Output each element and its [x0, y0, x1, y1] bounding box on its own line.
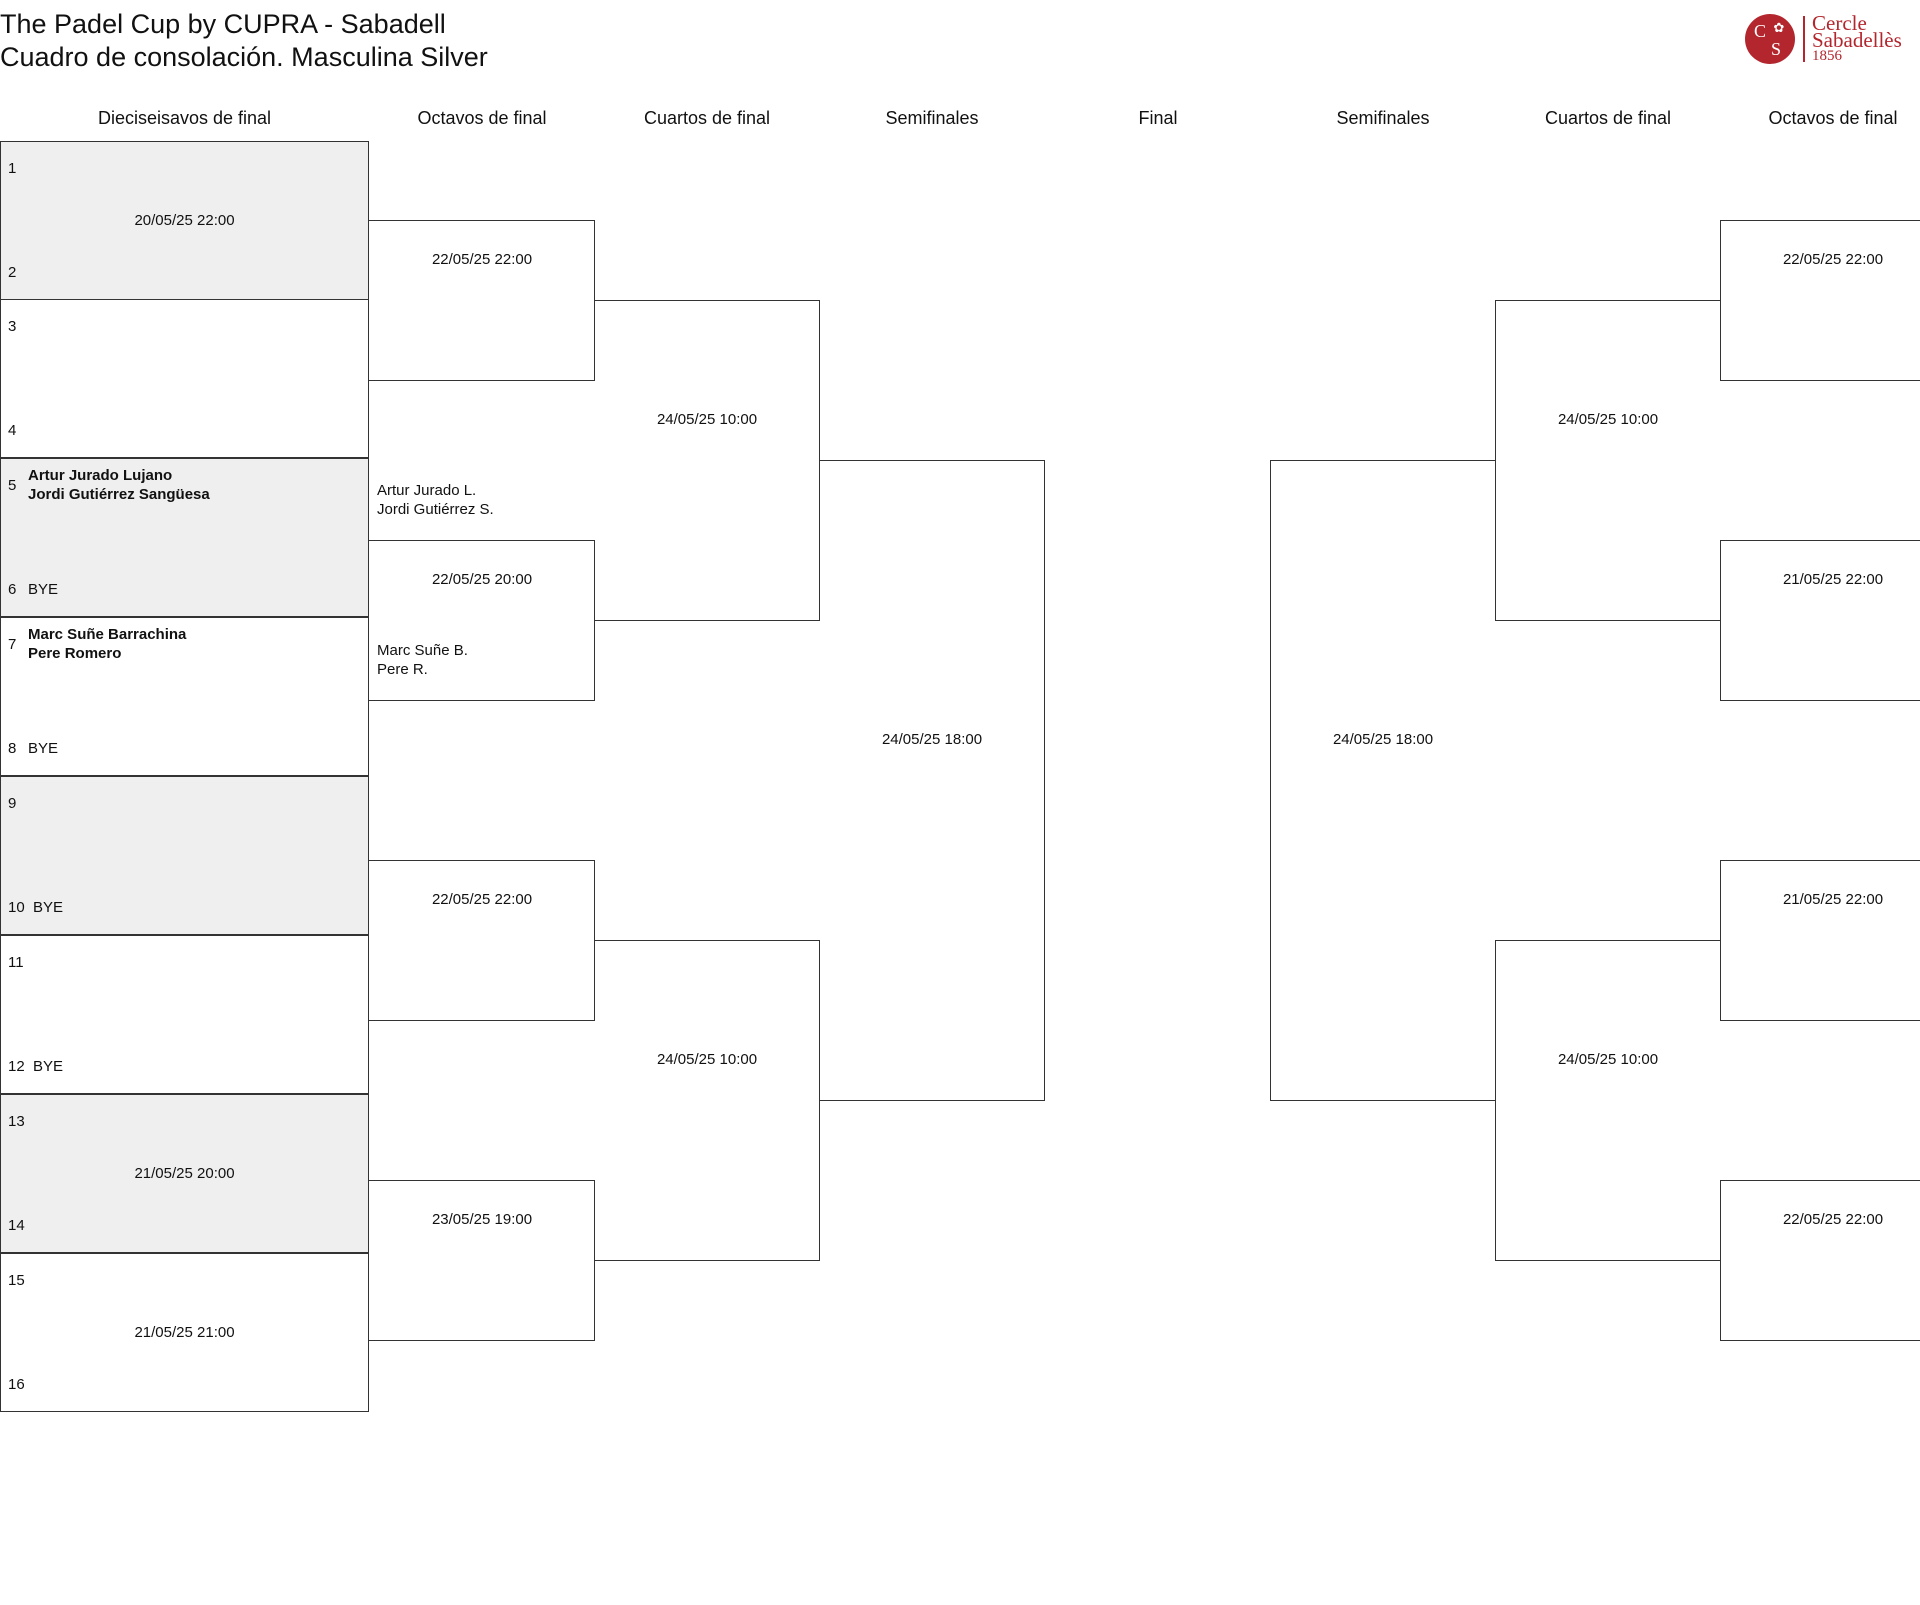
slot-number: 8 [8, 740, 17, 757]
qf-left-date-1: 24/05/25 10:00 [656, 411, 758, 428]
slot-number: 4 [8, 422, 17, 439]
club-logo: C ✿ S Cercle Sabadellès 1856 [1745, 11, 1920, 74]
r32-match-7: 13 21/05/25 20:00 14 [0, 1094, 369, 1253]
slot-number: 11 [8, 954, 24, 971]
match-date: 21/05/25 20:00 [134, 1165, 235, 1182]
match-date: 20/05/25 22:00 [134, 212, 235, 229]
slot-number: 9 [8, 795, 17, 812]
r16-right-date-4: 22/05/25 22:00 [1782, 1211, 1884, 1228]
slot-number: 6 [8, 581, 17, 598]
logo-year: 1856 [1812, 48, 1842, 64]
round-header-sf-left: Semifinales [885, 108, 979, 128]
slot-number: 13 [8, 1113, 25, 1130]
round-header-r16-right: Octavos de final [1768, 108, 1898, 128]
bye-label: BYE [33, 899, 64, 916]
bye-label: BYE [28, 740, 59, 757]
qf-right-bracket-1 [1495, 300, 1721, 621]
team-player-1: Artur Jurado Lujano [28, 467, 173, 484]
slot-number: 5 [8, 477, 17, 494]
qf-right-bracket-2 [1495, 940, 1721, 1261]
logo-divider [1803, 16, 1805, 62]
qf-right-date-2: 24/05/25 10:00 [1557, 1051, 1659, 1068]
r32-match-3: 5 Artur Jurado Lujano Jordi Gutiérrez Sa… [0, 458, 369, 617]
r16-right-date-2: 21/05/25 22:00 [1782, 571, 1884, 588]
r16-left-bracket-1 [369, 220, 595, 381]
page-subtitle: Cuadro de consolación. Masculina Silver [0, 42, 488, 72]
sf-left-date: 24/05/25 18:00 [881, 731, 983, 748]
qf-left-date-2: 24/05/25 10:00 [656, 1051, 758, 1068]
round-header-sf-right: Semifinales [1336, 108, 1430, 128]
r32-match-8: 15 21/05/25 21:00 16 [0, 1253, 369, 1412]
r32-match-1: 1 20/05/25 22:00 2 [0, 141, 369, 300]
club-seal-icon: C ✿ S [1745, 14, 1795, 64]
advanced-team-player-1: Marc Suñe B. [377, 642, 468, 659]
r16-left-date-3: 22/05/25 22:00 [431, 891, 533, 908]
qf-right-date-1: 24/05/25 10:00 [1557, 411, 1659, 428]
logo-text-line2: Sabadellès [1812, 28, 1902, 52]
sf-right-date: 24/05/25 18:00 [1332, 731, 1434, 748]
r16-left-date-2: 22/05/25 20:00 [431, 571, 533, 588]
round-header-final: Final [1138, 108, 1178, 128]
r16-left-bracket-3 [369, 860, 595, 1021]
slot-number: 3 [8, 318, 17, 335]
qf-left-bracket-1 [594, 300, 820, 621]
round-header-qf-left: Cuartos de final [643, 108, 771, 128]
r16-right-bracket-1 [1720, 220, 1920, 381]
bye-label: BYE [28, 581, 59, 598]
r16-right-bracket-2 [1720, 540, 1920, 701]
team-player-2: Jordi Gutiérrez Sangüesa [28, 486, 210, 503]
r16-left-date-4: 23/05/25 19:00 [431, 1211, 533, 1228]
r32-match-5: 9 10 BYE [0, 776, 369, 935]
r32-match-4: 7 Marc Suñe Barrachina Pere Romero 8 BYE [0, 617, 369, 776]
slot-number: 12 [8, 1058, 25, 1075]
team-player-1: Marc Suñe Barrachina [28, 626, 187, 643]
team-player-2: Pere Romero [28, 645, 122, 662]
slot-number: 1 [8, 160, 17, 177]
match-date: 21/05/25 21:00 [134, 1324, 235, 1341]
slot-number: 16 [8, 1376, 25, 1393]
round-header-r16-left: Octavos de final [417, 108, 547, 128]
r16-left-bracket-4 [369, 1180, 595, 1341]
r16-right-date-3: 21/05/25 22:00 [1782, 891, 1884, 908]
slot-number: 2 [8, 264, 17, 281]
qf-left-bracket-2 [594, 940, 820, 1261]
flower-icon: ✿ [1773, 20, 1785, 35]
advanced-team-player-2: Jordi Gutiérrez S. [377, 501, 494, 518]
r16-right-date-1: 22/05/25 22:00 [1782, 251, 1884, 268]
advanced-team-player-2: Pere R. [377, 661, 428, 678]
r16-right-bracket-3 [1720, 860, 1920, 1021]
page-title: The Padel Cup by CUPRA - Sabadell [0, 9, 446, 39]
slot-number: 15 [8, 1272, 25, 1289]
slot-number: 10 [8, 899, 25, 916]
r16-left-date-1: 22/05/25 22:00 [431, 251, 533, 268]
round-header-qf-right: Cuartos de final [1544, 108, 1672, 128]
r32-match-6: 11 12 BYE [0, 935, 369, 1094]
sf-right-bracket [1270, 460, 1496, 1101]
slot-number: 14 [8, 1217, 25, 1234]
bye-label: BYE [33, 1058, 64, 1075]
slot-number: 7 [8, 636, 17, 653]
advanced-team-player-1: Artur Jurado L. [377, 482, 477, 499]
sf-left-bracket [819, 460, 1045, 1101]
r32-match-2: 3 4 [0, 299, 369, 458]
logo-text-line1: Cercle [1812, 11, 1867, 35]
round-header-r32: Dieciseisavos de final [97, 108, 272, 128]
r16-right-bracket-4 [1720, 1180, 1920, 1341]
